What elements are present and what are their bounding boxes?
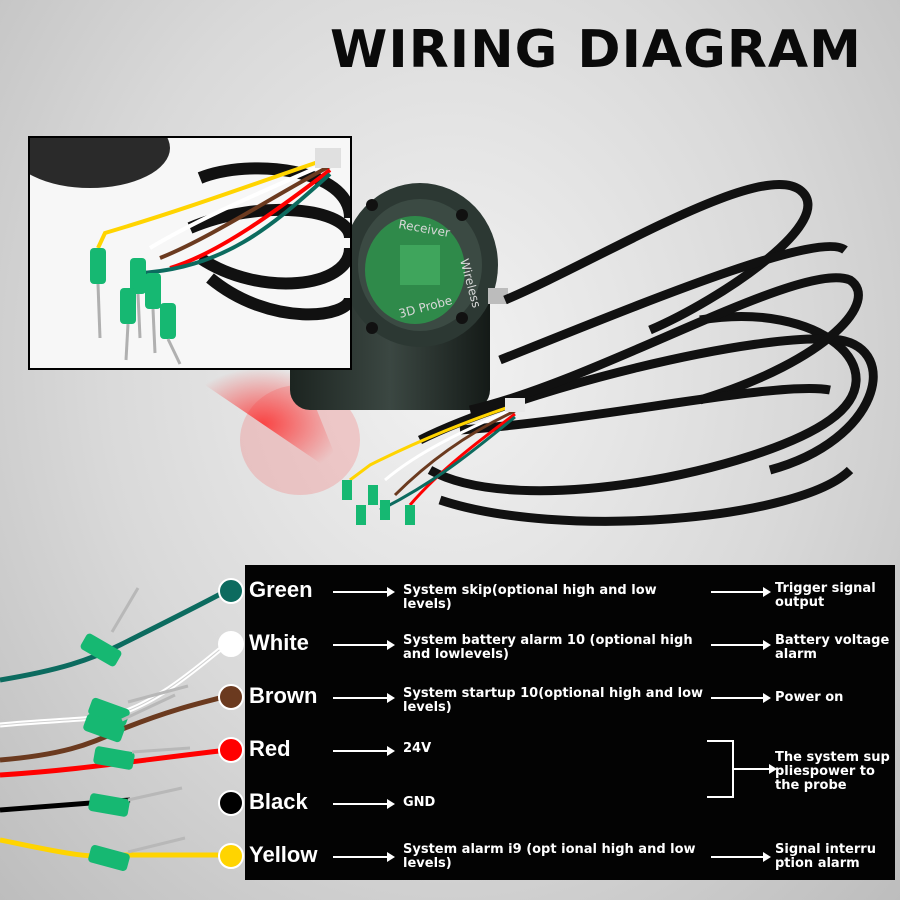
red-color-dot xyxy=(218,737,244,763)
wire-name: Brown xyxy=(249,683,318,708)
wire-row-red: Red 24V xyxy=(218,724,895,776)
wire-function: System skip(optional high and low levels… xyxy=(403,583,657,612)
wire-row-brown: Brown System startup 10(optional high an… xyxy=(218,671,895,723)
arrow-icon xyxy=(333,640,395,650)
arrow-icon xyxy=(333,746,395,756)
arrow-icon xyxy=(711,587,771,597)
brown-color-dot xyxy=(218,684,244,710)
arrow-icon xyxy=(333,799,395,809)
wire-function: System alarm i9 (opt ional high and low … xyxy=(403,842,696,871)
coiled-cable xyxy=(417,180,878,526)
arrow-icon xyxy=(711,693,771,703)
wire-result: Power on xyxy=(775,690,844,705)
wire-name: Green xyxy=(249,577,313,602)
arrow-icon xyxy=(711,640,771,650)
wiring-table: Green System skip(optional high and low … xyxy=(218,565,895,882)
wire-name: Black xyxy=(249,789,308,814)
white-color-dot xyxy=(218,631,244,657)
diagram-title: WIRING DIAGRAM xyxy=(330,20,862,80)
wire-row-yellow: Yellow System alarm i9 (opt ional high a… xyxy=(218,830,895,882)
wire-name: Yellow xyxy=(249,842,318,867)
red-black-bracket xyxy=(707,740,777,798)
wire-result: Trigger signal output xyxy=(775,581,876,610)
arrow-icon xyxy=(333,587,395,597)
wire-function: System startup 10(optional high and low … xyxy=(403,686,704,715)
black-color-dot xyxy=(218,790,244,816)
wire-name: White xyxy=(249,630,309,655)
wire-function: GND xyxy=(403,795,436,810)
wire-row-white: White System battery alarm 10 (optional … xyxy=(218,618,895,670)
yellow-color-dot xyxy=(218,843,244,869)
closeup-wires xyxy=(30,138,350,368)
arrow-icon xyxy=(333,693,395,703)
arrow-icon xyxy=(333,852,395,862)
wire-function: 24V xyxy=(403,741,432,756)
wire-row-black: Black GND xyxy=(218,777,895,829)
green-color-dot xyxy=(218,578,244,604)
wire-function: System battery alarm 10 (optional high a… xyxy=(403,633,693,662)
wire-result: Battery voltage alarm xyxy=(775,633,890,662)
wire-bundle-illustration xyxy=(0,587,230,871)
shared-power-result: The system sup pliespower to the probe xyxy=(775,750,890,793)
arrow-icon xyxy=(711,852,771,862)
wire-name: Red xyxy=(249,736,291,761)
wire-result: Signal interru ption alarm xyxy=(775,842,876,871)
product-photo: Receiver Wireless 3D Probe xyxy=(180,180,878,526)
connector-wires xyxy=(349,403,516,512)
wire-row-green: Green System skip(optional high and low … xyxy=(218,565,895,617)
closeup-inset xyxy=(28,136,352,370)
